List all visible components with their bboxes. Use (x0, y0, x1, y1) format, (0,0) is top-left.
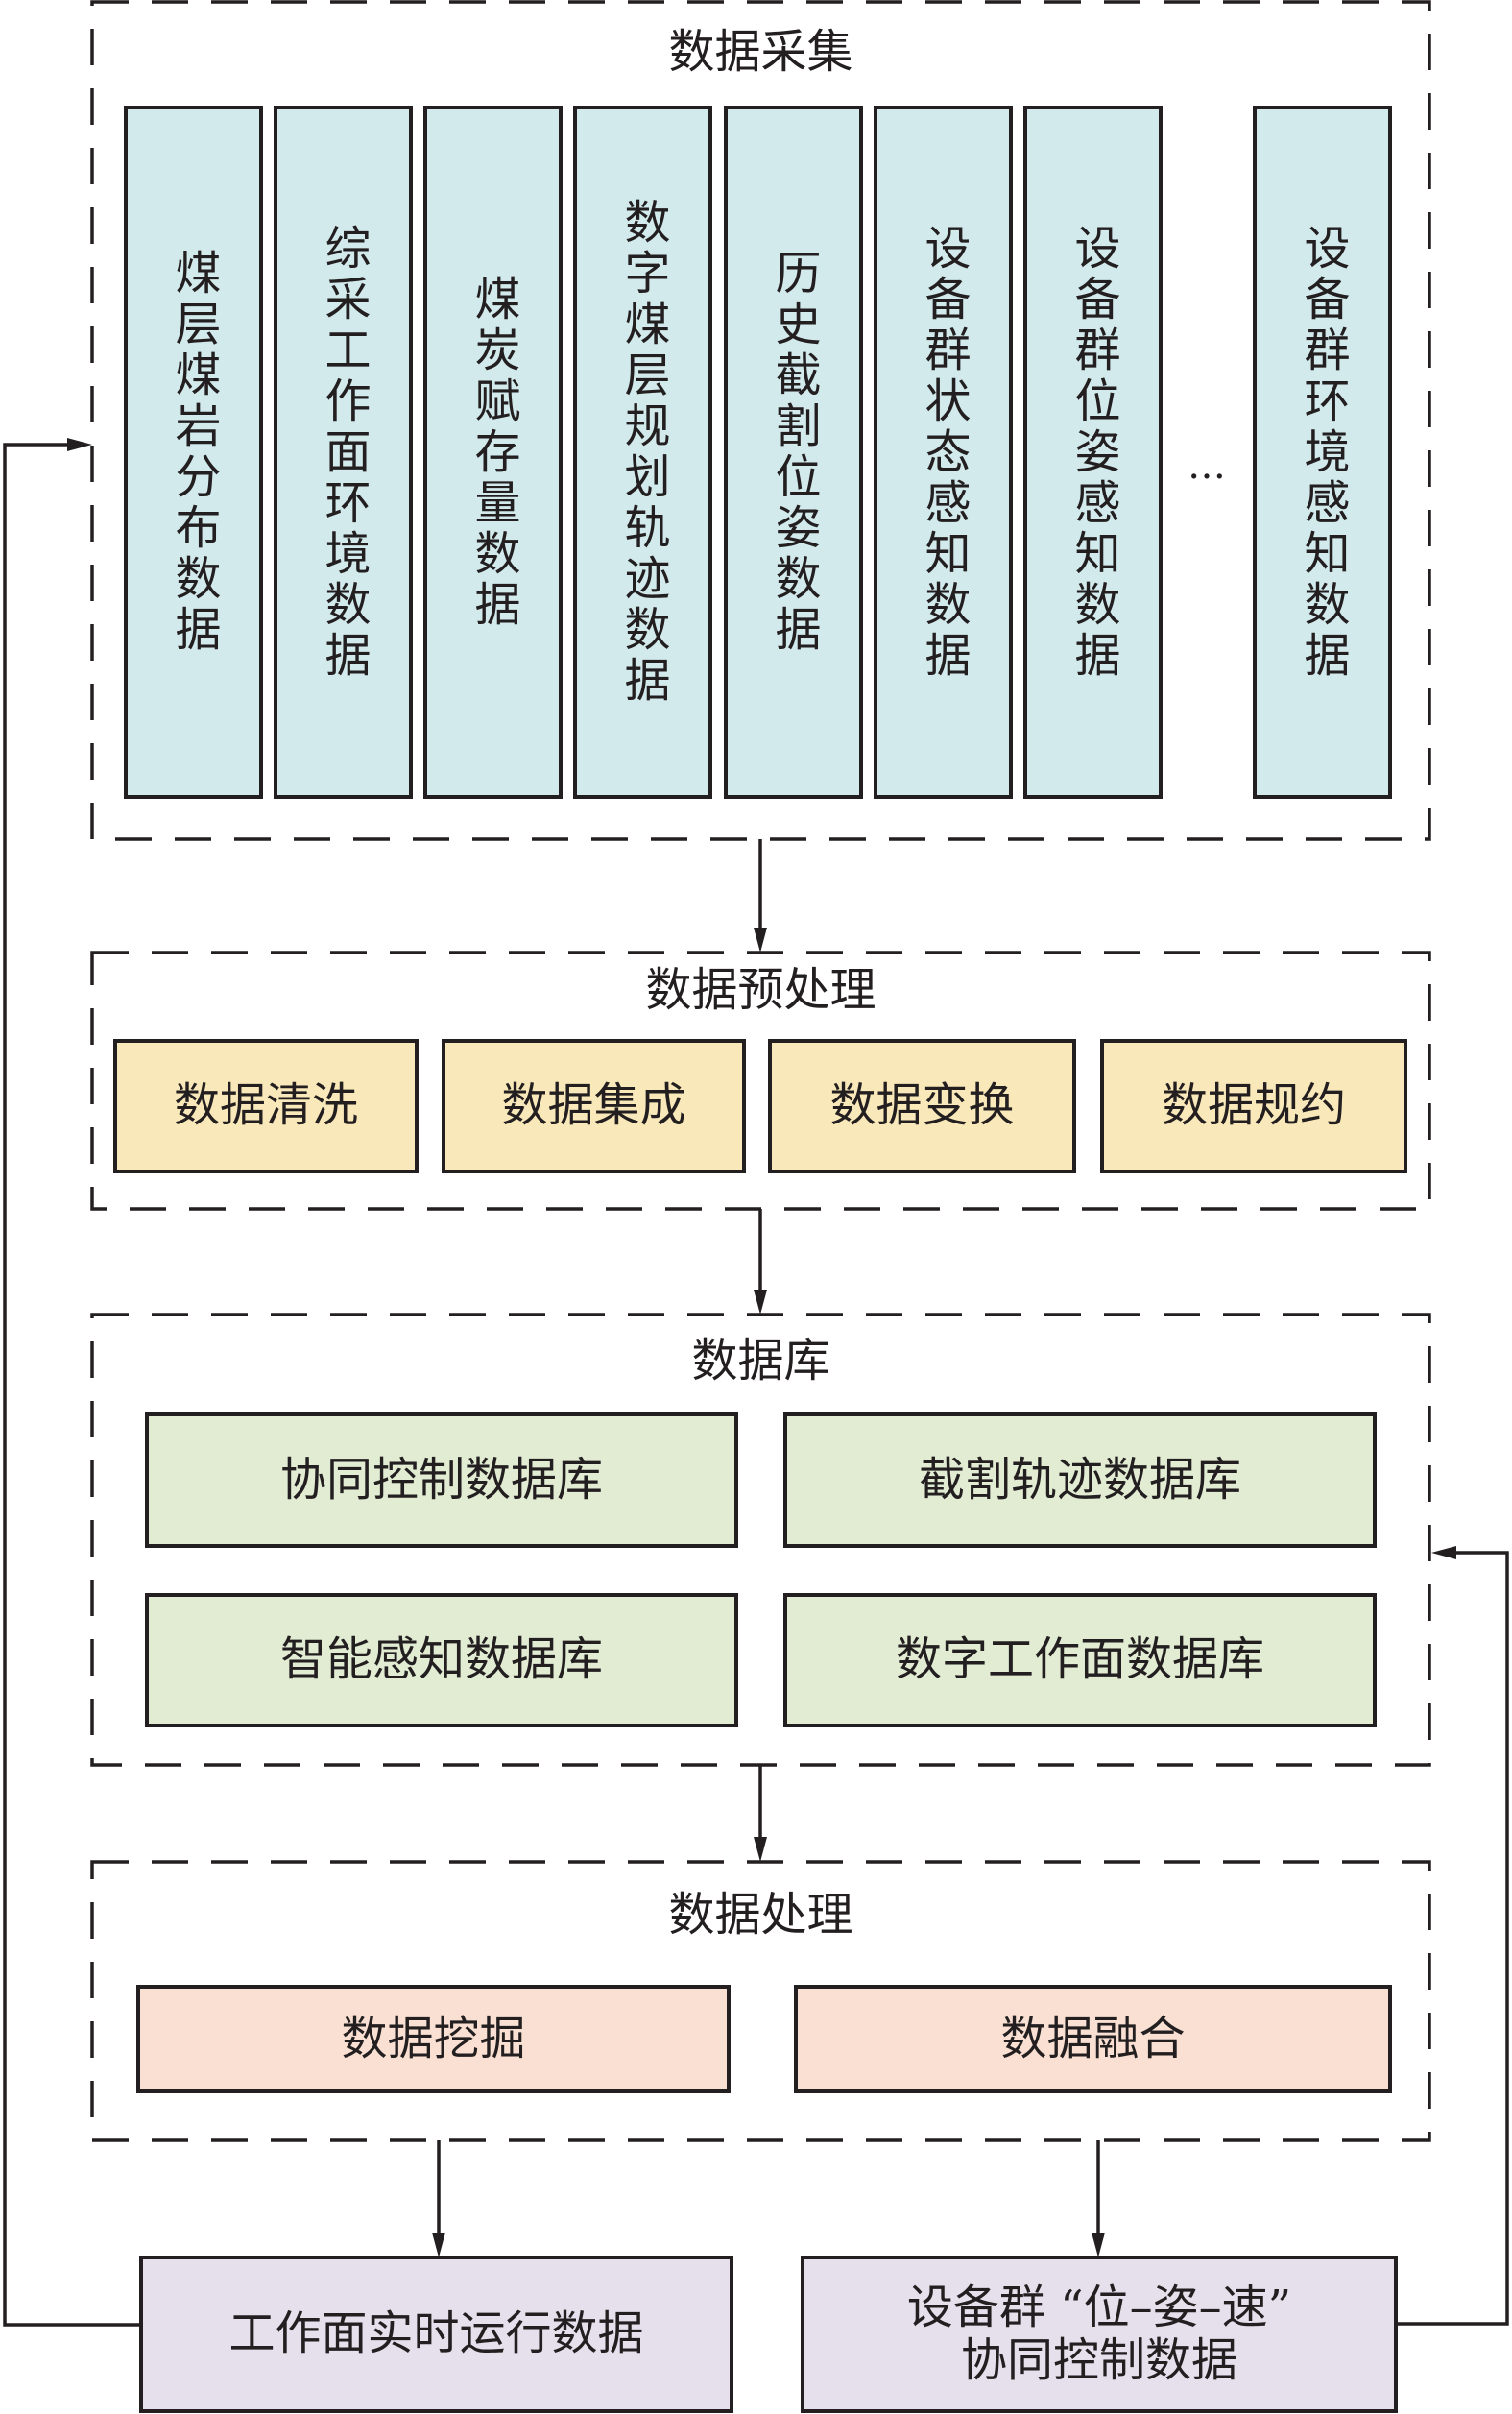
preprocessing-item-box (113, 1039, 419, 1173)
collection-title: 数据采集 (668, 25, 853, 79)
collection-item-coal-reserve: 煤炭赋存量数据 (425, 108, 561, 797)
collection-item-equipment-environment: 设备群环境感知数据 (1255, 108, 1390, 797)
processing-group-frame (90, 1860, 1431, 2142)
database-item-box (783, 1593, 1377, 1727)
processing-item-mining: 数据挖掘 (341, 2011, 526, 2065)
database-item-cutting-trajectory: 截割轨迹数据库 (918, 1452, 1241, 1507)
collection-item-equipment-state: 设备群状态感知数据 (876, 108, 1011, 797)
database-item-coordination-control: 协同控制数据库 (279, 1452, 603, 1507)
processing-item-box (136, 1985, 731, 2093)
collection-item-box (124, 106, 263, 799)
collection-item-label: 设备群位姿感知数据 (1066, 223, 1120, 682)
database-title: 数据库 (691, 1334, 830, 1388)
collection-item-box (1253, 106, 1392, 799)
arrow-collection-to-preprocessing (754, 839, 767, 953)
processing-item-box (794, 1985, 1392, 2093)
collection-item-label: 煤炭赋存量数据 (466, 274, 520, 631)
preprocessing-title: 数据预处理 (645, 963, 876, 1017)
collection-item-face-environment: 综采工作面环境数据 (276, 108, 411, 797)
database-item-digital-face: 数字工作面数据库 (895, 1632, 1264, 1687)
collection-item-box (724, 106, 863, 799)
feedback-arrow-realtime-to-collection (3, 438, 141, 2327)
collection-item-equipment-pose: 设备群位姿感知数据 (1025, 108, 1161, 797)
preprocessing-item-transformation: 数据变换 (829, 1078, 1015, 1133)
collection-item-label: 煤层煤岩分布数据 (166, 249, 221, 656)
database-item-box (145, 1593, 738, 1727)
processing-item-fusion: 数据融合 (1000, 2011, 1186, 2065)
ellipsis-more-items: … (1188, 444, 1228, 488)
collection-item-seam-trajectory: 数字煤层规划轨迹数据 (575, 108, 710, 797)
arrow-database-to-processing (754, 1765, 767, 1862)
collection-item-box (1023, 106, 1163, 799)
collection-columns (124, 106, 1392, 799)
collection-item-box (573, 106, 712, 799)
database-item-intelligent-perception: 智能感知数据库 (279, 1632, 603, 1687)
arrow-processing-to-realtime (432, 2140, 445, 2257)
control-output-line2: 协同控制数据 (960, 2333, 1237, 2387)
preprocessing-item-cleaning: 数据清洗 (173, 1078, 358, 1133)
arrow-processing-to-control (1092, 2140, 1105, 2257)
control-output-box (801, 2256, 1398, 2413)
preprocessing-item-integration: 数据集成 (501, 1078, 686, 1133)
control-output-label: 设备群 “位–姿–速” 协同控制数据 (803, 2257, 1396, 2411)
realtime-output-box (139, 2256, 733, 2413)
realtime-output-label: 工作面实时运行数据 (228, 2306, 644, 2361)
database-item-box (145, 1412, 738, 1548)
preprocessing-item-reduction: 数据规约 (1161, 1078, 1346, 1133)
control-output-line1: 设备群 “位–姿–速” (906, 2280, 1292, 2334)
feedback-arrow-control-to-database (1396, 1546, 1509, 2326)
processing-title: 数据处理 (668, 1888, 853, 1942)
collection-item-historical-pose: 历史截割位姿数据 (726, 108, 861, 797)
collection-item-label: 综采工作面环境数据 (316, 223, 371, 682)
collection-group-frame (90, 0, 1431, 841)
preprocessing-item-box (1100, 1039, 1407, 1173)
collection-item-box (423, 106, 563, 799)
collection-item-label: 数字煤层规划轨迹数据 (615, 198, 670, 707)
collection-item-label: 历史截割位姿数据 (766, 249, 821, 656)
database-item-box (783, 1412, 1377, 1548)
preprocessing-item-box (442, 1039, 746, 1173)
collection-item-coal-rock-distribution: 煤层煤岩分布数据 (126, 108, 261, 797)
preprocessing-item-box (768, 1039, 1076, 1173)
arrow-preprocessing-to-database (754, 1209, 767, 1315)
collection-item-box (874, 106, 1013, 799)
collection-item-label: 设备群状态感知数据 (916, 223, 971, 682)
collection-item-box (274, 106, 413, 799)
collection-item-label: 设备群环境感知数据 (1295, 223, 1350, 682)
